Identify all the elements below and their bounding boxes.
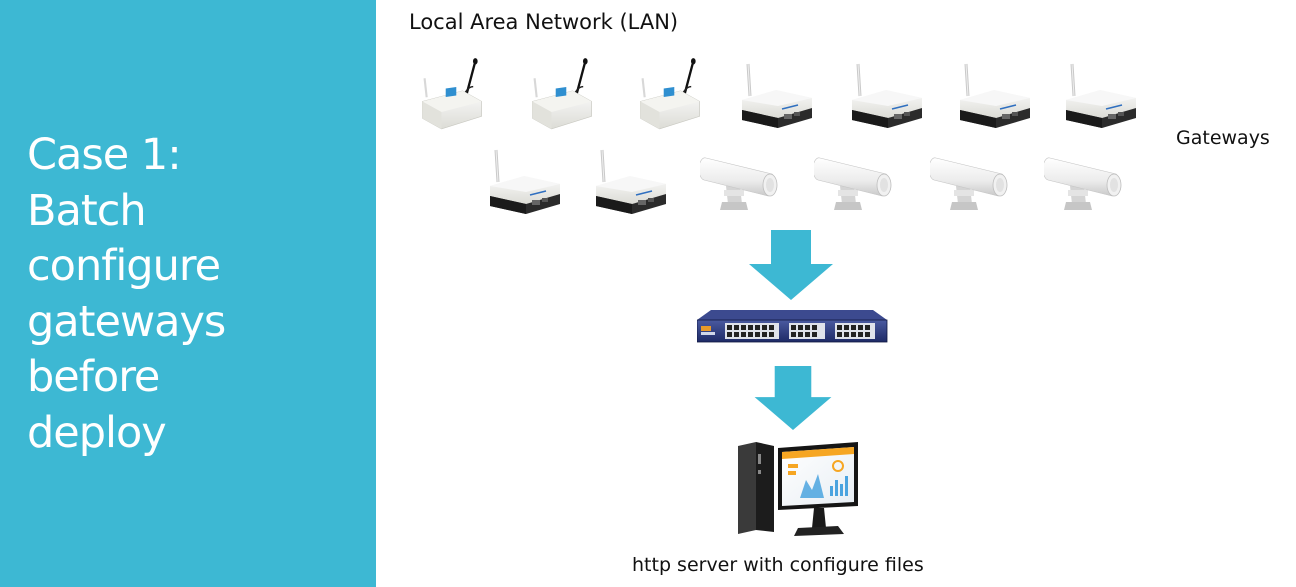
- router-gateway: [590, 146, 670, 218]
- title-line: configure: [27, 241, 221, 291]
- network-switch-icon: [697, 306, 889, 346]
- title-line: gateways: [27, 296, 226, 347]
- router-gateway: [484, 146, 564, 218]
- down-arrow-icon: [748, 230, 834, 305]
- white-gateway-antenna: [632, 52, 706, 134]
- outdoor-gateway: [700, 146, 790, 218]
- white-gateway-antenna: [524, 52, 598, 134]
- white-gateway-antenna: [414, 52, 488, 134]
- outdoor-gateway: [814, 146, 904, 218]
- server-label: http server with configure files: [632, 554, 924, 576]
- outdoor-gateway: [1044, 146, 1134, 218]
- lan-label: Local Area Network (LAN): [409, 10, 679, 34]
- title-line: Case 1:: [27, 130, 182, 180]
- router-gateway: [846, 60, 926, 132]
- outdoor-gateway: [930, 146, 1020, 218]
- gateways-label: Gateways: [1176, 127, 1270, 149]
- router-gateway: [736, 60, 816, 132]
- down-arrow-icon: [750, 366, 836, 435]
- router-gateway: [1060, 60, 1140, 132]
- desktop-computer-icon: [734, 440, 864, 540]
- title-line: before: [27, 352, 160, 402]
- sidebar-panel: Case 1: Batch configure gateways before …: [0, 0, 376, 587]
- router-gateway: [954, 60, 1034, 132]
- title-line: deploy: [27, 407, 167, 458]
- slide-title: Case 1: Batch configure gateways before …: [27, 128, 367, 461]
- title-line: Batch: [27, 185, 147, 236]
